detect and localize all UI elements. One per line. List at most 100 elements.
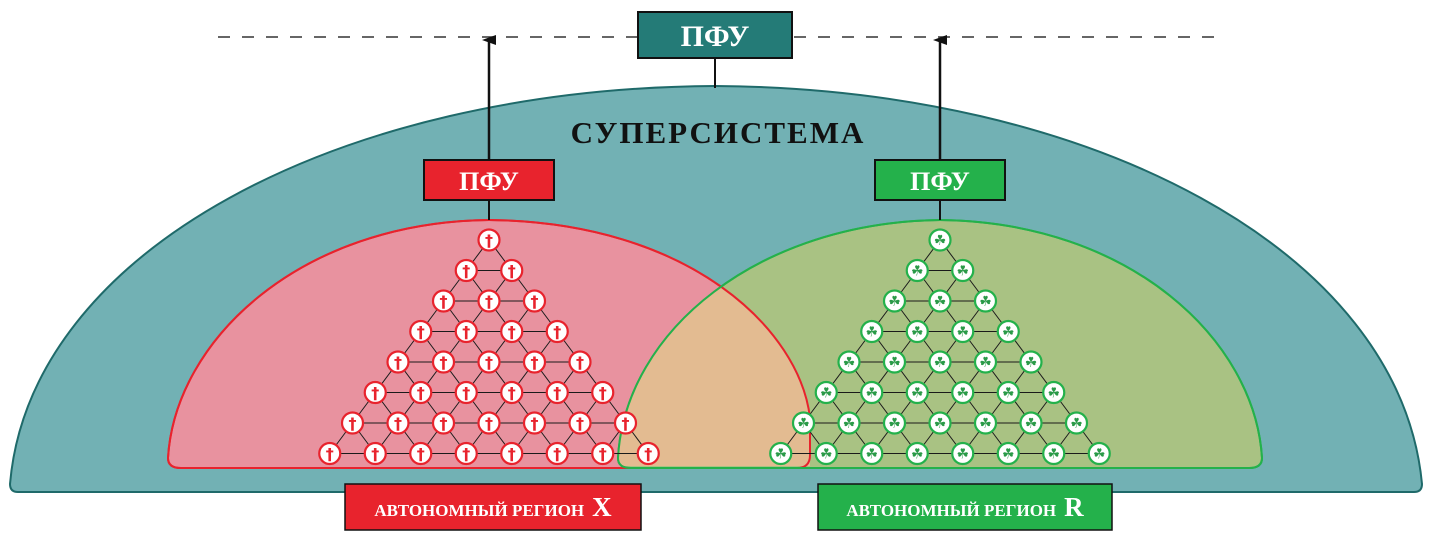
node-x: † [409,380,433,405]
node-r: ☘ [973,350,998,374]
trefoil-icon: ☘ [888,416,901,432]
node-x: † [431,350,456,374]
cross-icon: † [485,292,493,311]
node-circle [386,411,410,435]
node-r: ☘ [882,411,907,435]
trefoil-icon: ☘ [934,355,947,371]
region-r-caption-prefix: АВТОНОМНЫЙ РЕГИОН [846,501,1056,520]
node-circle [996,380,1020,405]
node-r: ☘ [973,289,998,313]
node-r: ☘ [996,319,1020,344]
node-circle [545,380,569,405]
trefoil-icon: ☘ [911,447,924,463]
node-circle [386,350,410,374]
node-r: ☘ [951,441,975,466]
node-circle [951,258,975,283]
cross-icon: † [394,353,402,372]
trefoil-icon: ☘ [1002,386,1015,402]
cross-icon: † [576,353,584,372]
cross-icon: † [462,384,470,403]
node-r: ☘ [860,319,884,344]
node-circle [973,289,998,313]
node-circle [814,380,838,405]
node-r: ☘ [951,258,975,283]
cross-icon: † [599,384,607,403]
node-x: † [409,441,433,466]
node-r: ☘ [860,380,884,405]
region-x-pfu-label: ПФУ [459,167,519,196]
trefoil-icon: ☘ [1070,416,1083,432]
cross-icon: † [417,323,425,342]
top-pfu-label: ПФУ [681,20,750,53]
node-r: ☘ [951,380,975,405]
node-x: † [477,289,501,313]
node-x: † [545,441,569,466]
node-circle [477,228,501,252]
cross-icon: † [508,323,516,342]
node-circle [837,411,861,435]
cross-icon: † [622,414,630,433]
node-r: ☘ [1064,411,1089,435]
node-x: † [500,258,524,283]
node-circle [905,319,929,344]
node-circle [454,441,478,466]
node-circle [951,441,975,466]
cross-icon: † [531,353,539,372]
cross-icon: † [485,231,493,250]
node-circle [1087,441,1111,466]
cross-icon: † [508,262,516,281]
node-x: † [363,441,387,466]
node-r: ☘ [996,441,1020,466]
node-r: ☘ [928,228,952,252]
cross-icon: † [531,292,539,311]
node-circle [973,350,998,374]
node-x: † [386,350,410,374]
supersystem-label: СУПЕРСИСТЕМА [571,115,866,150]
node-x: † [454,441,478,466]
node-x: † [545,380,569,405]
trefoil-icon: ☘ [956,447,969,463]
cross-icon: † [462,323,470,342]
trefoil-icon: ☘ [956,264,969,280]
node-circle [409,441,433,466]
node-circle [500,380,524,405]
cross-icon: † [553,445,561,464]
trefoil-icon: ☘ [1047,386,1060,402]
node-circle [860,380,884,405]
node-circle [860,441,884,466]
cross-icon: † [576,414,584,433]
trefoil-icon: ☘ [843,355,856,371]
node-circle [591,441,615,466]
node-circle [477,411,501,435]
node-circle [522,289,547,313]
node-circle [837,350,861,374]
node-r: ☘ [814,441,838,466]
node-x: † [500,319,524,344]
trefoil-icon: ☘ [911,386,924,402]
node-x: † [545,319,569,344]
trefoil-icon: ☘ [979,294,992,310]
node-circle [522,350,547,374]
trefoil-icon: ☘ [1093,447,1106,463]
node-r: ☘ [928,350,952,374]
node-circle [973,411,998,435]
cross-icon: † [440,414,448,433]
trefoil-icon: ☘ [888,355,901,371]
trefoil-icon: ☘ [843,416,856,432]
node-circle [928,350,952,374]
node-circle [613,411,638,435]
node-circle [1064,411,1089,435]
region-r-pfu-box [874,159,1006,201]
cross-icon: † [462,445,470,464]
cross-icon: † [371,384,379,403]
node-r: ☘ [1042,441,1066,466]
node-x: † [568,350,592,374]
node-r: ☘ [837,411,861,435]
node-circle [568,350,592,374]
trefoil-icon: ☘ [934,233,947,249]
node-circle [996,441,1020,466]
trefoil-icon: ☘ [1025,416,1038,432]
node-circle [454,319,478,344]
trefoil-icon: ☘ [979,416,992,432]
